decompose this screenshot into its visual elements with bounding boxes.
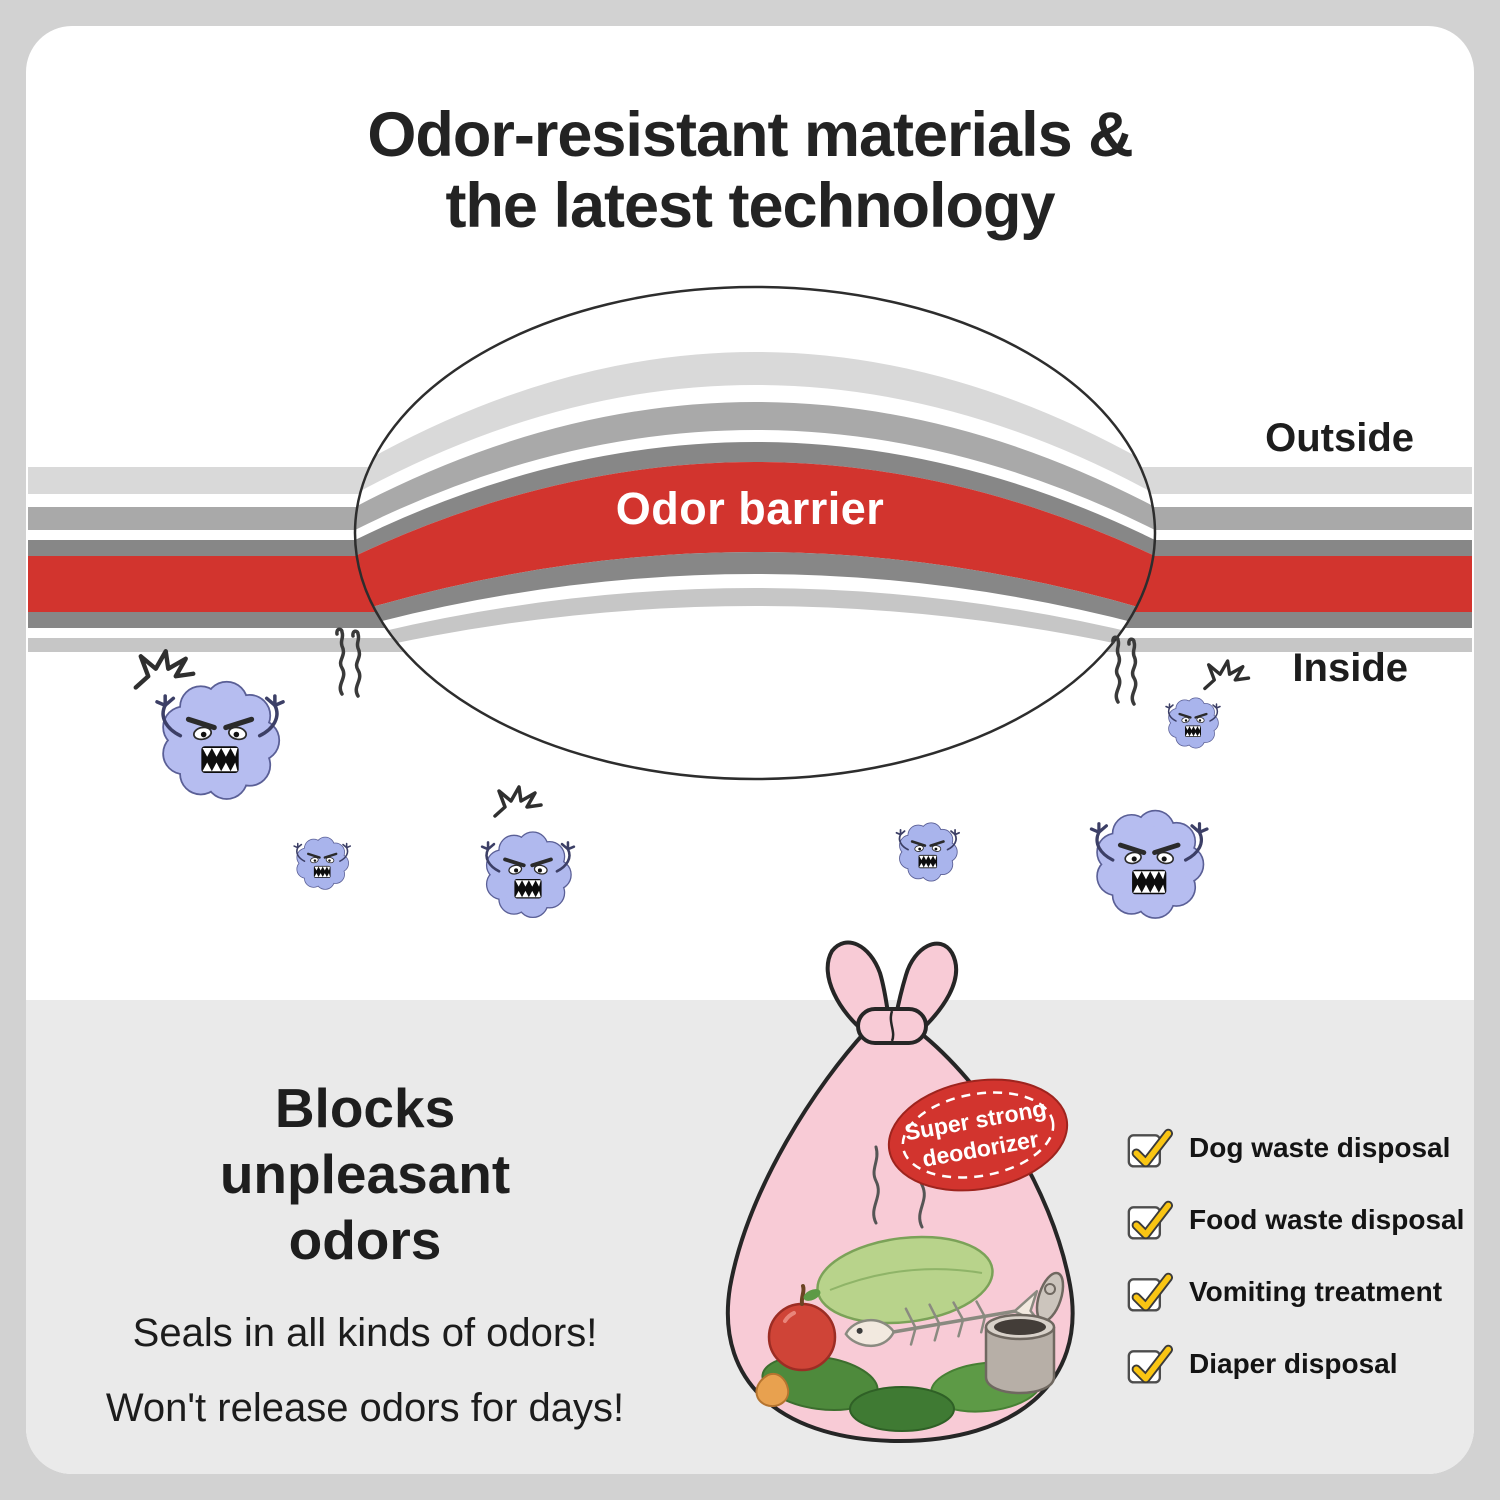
checklist-label: Food waste disposal (1189, 1204, 1465, 1235)
list-item: Vomiting treatment (1126, 1268, 1464, 1316)
shock-burst-icon (493, 785, 543, 818)
odor-monster-icon (157, 683, 283, 799)
benefit-heading-line3: odors (288, 1209, 442, 1271)
checkbox-checked-icon (1127, 1272, 1173, 1312)
odor-monster-icon (1091, 811, 1207, 917)
page-title-line1: Odor-resistant materials & (367, 100, 1133, 171)
checklist-label: Vomiting treatment (1189, 1276, 1443, 1307)
odor-monster-icon (895, 821, 961, 882)
checkbox-checked-icon (1127, 1128, 1173, 1168)
shock-burst-icon (1203, 659, 1251, 691)
benefit-text-block: Blocks unpleasant odors Seals in all kin… (55, 1075, 675, 1431)
inside-label: Inside (1292, 646, 1408, 690)
odor-monster-icon (1164, 697, 1222, 749)
list-item: Food waste disposal (1126, 1196, 1464, 1244)
bag-knot-crease (889, 1010, 895, 1042)
use-case-checklist: Dog waste disposal Food waste disposal V… (1126, 1124, 1464, 1412)
film-layers-magnified (355, 352, 1155, 652)
odor-barrier-label: Odor barrier (615, 483, 885, 534)
checkbox-checked-icon (1127, 1200, 1173, 1240)
fruit-peel (755, 1373, 790, 1407)
apple (767, 1284, 837, 1372)
outside-label: Outside (1265, 416, 1414, 460)
benefit-heading: Blocks unpleasant odors (55, 1075, 675, 1273)
odor-monster-icon (292, 836, 352, 891)
benefit-subtext-2: Won't release odors for days! (105, 1386, 625, 1430)
page-title: Odor-resistant materials & the latest te… (0, 100, 1500, 241)
list-item: Dog waste disposal (1126, 1124, 1464, 1172)
tin-can (984, 1271, 1065, 1395)
checklist-label: Diaper disposal (1189, 1348, 1398, 1379)
bag-contents (755, 1235, 1065, 1432)
front-leaf (849, 1386, 955, 1432)
odor-monster-icon (480, 830, 576, 919)
page-title-line2: the latest technology (445, 170, 1055, 241)
list-item: Diaper disposal (1126, 1340, 1464, 1388)
benefit-heading-line1: Blocks (274, 1077, 456, 1139)
benefit-subtext-1: Seals in all kinds of odors! (132, 1311, 598, 1355)
checkbox-checked-icon (1127, 1344, 1173, 1384)
shock-burst-icon (136, 651, 194, 687)
checklist-label: Dog waste disposal (1189, 1132, 1451, 1163)
deodorizer-badge: Super strong deodorizer (887, 1078, 1069, 1192)
magnifier-ellipse-outline (353, 285, 1157, 781)
benefit-heading-line2: unpleasant (219, 1143, 511, 1205)
trash-bag-illustration: Super strong deodorizer (725, 940, 1075, 1443)
